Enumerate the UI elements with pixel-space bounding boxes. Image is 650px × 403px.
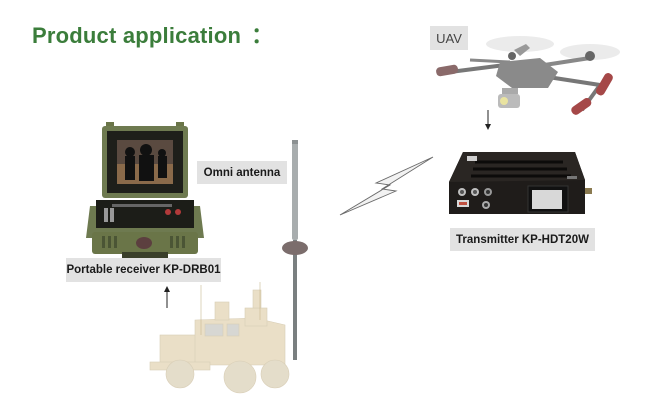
page-title: Product application ： xyxy=(32,18,273,50)
wireless-signal-icon xyxy=(339,156,434,216)
antenna-label-text: Omni antenna xyxy=(203,166,281,179)
antenna-label: Omni antenna xyxy=(197,161,287,184)
drone-icon xyxy=(436,36,620,115)
uav-label-text: UAV xyxy=(436,30,462,46)
armored-vehicle-icon xyxy=(149,282,290,394)
portable-receiver-case-icon xyxy=(86,122,204,258)
arrow-down-icon xyxy=(485,110,491,130)
receiver-label-text: Portable receiver KP-DRB01 xyxy=(66,264,221,276)
transmitter-box-icon xyxy=(449,152,592,214)
page-title-text: Product application xyxy=(32,23,242,48)
page-title-colon: ： xyxy=(251,23,274,48)
transmitter-label-text: Transmitter KP-HDT20W xyxy=(456,233,589,246)
antenna-mast-icon xyxy=(282,140,308,360)
receiver-label: Portable receiver KP-DRB01 xyxy=(66,258,221,282)
uav-label: UAV xyxy=(430,26,468,50)
transmitter-label: Transmitter KP-HDT20W xyxy=(450,228,595,251)
arrow-up-icon xyxy=(164,286,170,308)
